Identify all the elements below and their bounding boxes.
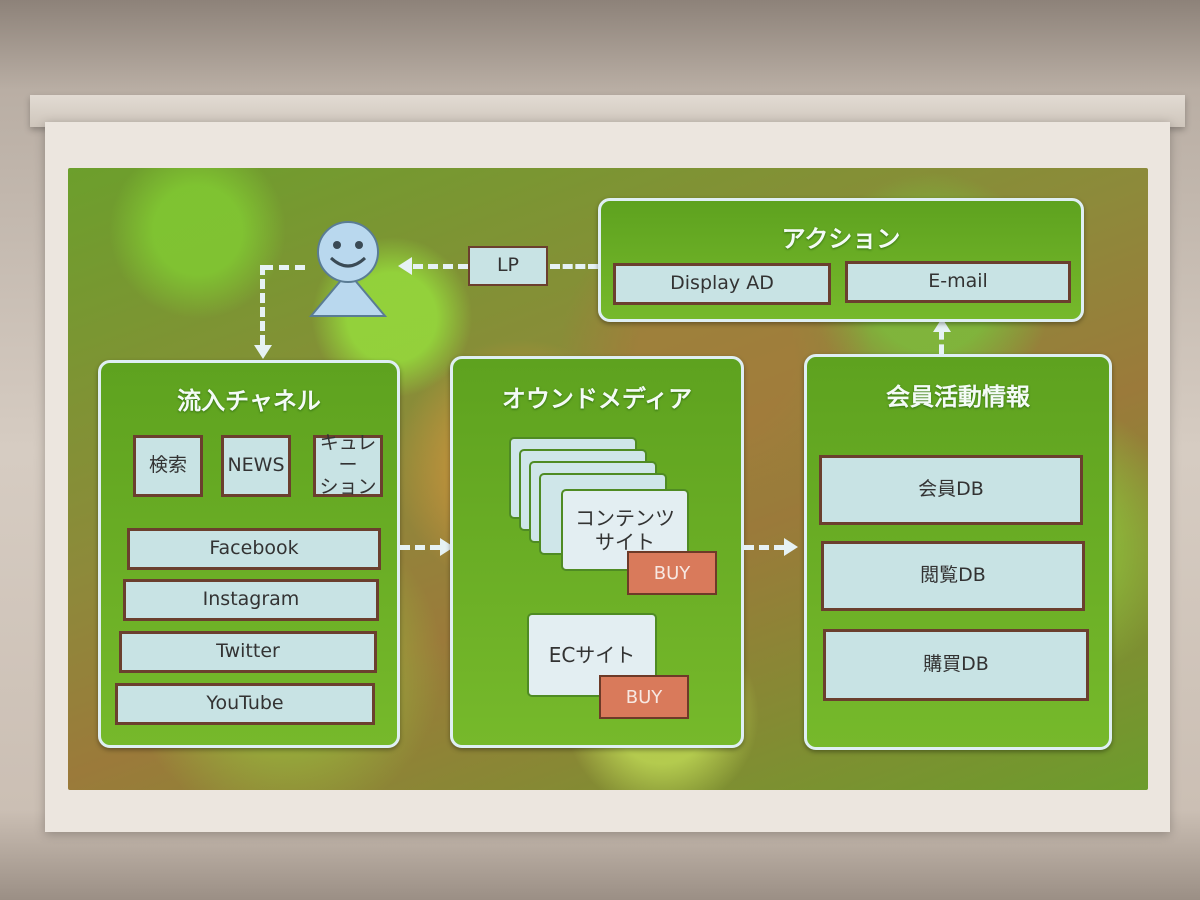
- member-db-box: 会員DB: [819, 455, 1083, 525]
- arrow-action-to-lp: [550, 264, 598, 269]
- smiley-person-icon: [308, 221, 388, 317]
- lp-box: LP: [468, 246, 548, 286]
- presentation-slide: LP 流入チャネル 検索 NEWS キュレー ション Facebook Inst…: [68, 168, 1148, 790]
- channel-youtube: YouTube: [115, 683, 375, 725]
- arrow-owned-to-member: [744, 545, 784, 550]
- content-site-card: コンテンツ サイト: [561, 489, 689, 571]
- arrow-member-to-action: [939, 330, 944, 354]
- channel-twitter: Twitter: [119, 631, 377, 673]
- arrow-person-out: [263, 265, 305, 270]
- inflow-item-curation: キュレー ション: [313, 432, 383, 498]
- channel-facebook: Facebook: [127, 528, 381, 570]
- member-activity-panel: 会員活動情報 会員DB 閲覧DB 購買DB: [804, 354, 1112, 750]
- arrow-lp-to-person: [413, 264, 468, 269]
- owned-media-panel: オウンドメディア コンテンツ サイト BUY ECサイト BUY: [450, 356, 744, 748]
- inflow-channel-title: 流入チャネル: [177, 387, 321, 415]
- purchase-db-box: 購買DB: [823, 629, 1089, 701]
- action-title: アクション: [781, 225, 901, 253]
- channel-instagram: Instagram: [123, 579, 379, 621]
- arrow-head-inflow: [254, 345, 272, 359]
- inflow-item-news: NEWS: [221, 435, 291, 497]
- browse-db-box: 閲覧DB: [821, 541, 1085, 611]
- arrow-head-member: [784, 538, 798, 556]
- arrow-person-down: [260, 265, 265, 345]
- arrow-head-person: [398, 257, 412, 275]
- projector-screen-housing: [30, 95, 1185, 127]
- inflow-channel-panel: 流入チャネル 検索 NEWS キュレー ション Facebook Instagr…: [98, 360, 400, 748]
- owned-media-title: オウンドメディア: [501, 385, 693, 413]
- display-ad-box: Display AD: [613, 263, 831, 305]
- arrow-inflow-to-owned: [400, 545, 440, 550]
- content-buy-button: BUY: [627, 551, 717, 595]
- ec-buy-button: BUY: [599, 675, 689, 719]
- action-panel: アクション Display AD E-mail: [598, 198, 1084, 322]
- email-box: E-mail: [845, 261, 1071, 303]
- inflow-item-search: 検索: [133, 435, 203, 497]
- member-activity-title: 会員活動情報: [886, 383, 1030, 411]
